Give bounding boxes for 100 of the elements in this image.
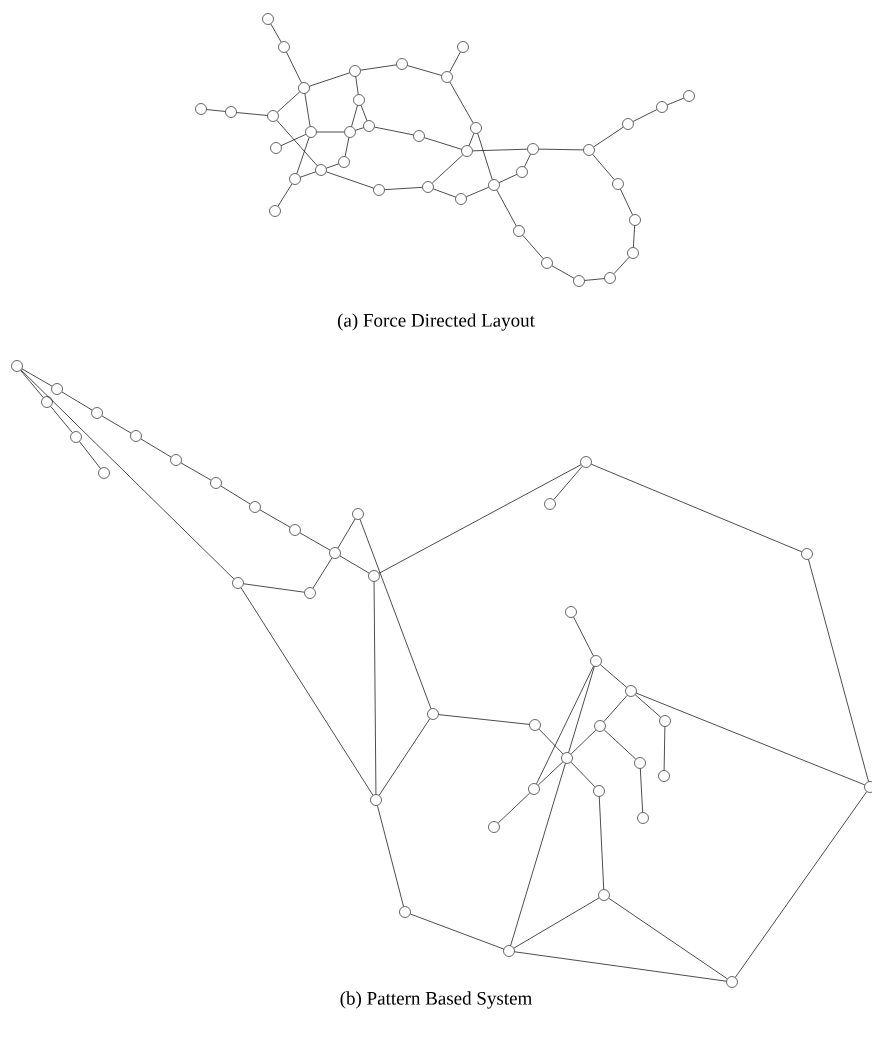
edge-line: [20, 370, 44, 398]
graph-node: [262, 13, 274, 25]
edge-line: [636, 692, 865, 786]
edge-line: [259, 509, 291, 528]
graph-node: [598, 889, 610, 901]
edge-line: [20, 369, 235, 580]
graph-node: [298, 82, 310, 94]
edge-line: [573, 616, 594, 657]
edge-line: [360, 105, 368, 121]
edge-line: [498, 174, 518, 183]
graph-node: [249, 501, 261, 513]
edge-line: [50, 406, 73, 433]
graph-node: [528, 783, 540, 795]
graph-node: [594, 720, 606, 732]
edge-line: [360, 64, 397, 71]
graph-node: [195, 103, 207, 115]
caption: (b) Pattern Based System: [340, 991, 532, 1009]
graph-node: [349, 65, 361, 77]
graph-node: [363, 120, 375, 132]
graph-node: [368, 570, 380, 582]
graph-node: [726, 976, 738, 988]
graph-node: [225, 106, 237, 118]
graph-node: [41, 396, 53, 408]
edge-line: [538, 728, 564, 755]
edge-line: [410, 913, 504, 950]
edge-line: [206, 109, 226, 112]
edge-line: [433, 188, 456, 198]
graph-node: [305, 126, 317, 138]
edge-line: [496, 189, 517, 227]
edge-line: [140, 438, 172, 458]
graph-node: [289, 173, 301, 185]
edge-line: [536, 665, 594, 785]
graph-node: [278, 41, 290, 53]
edge-line: [522, 235, 544, 259]
edge-line: [299, 532, 331, 551]
graph-node: [370, 794, 382, 806]
edge-line: [377, 805, 404, 907]
edge-line: [613, 256, 630, 275]
graph-node: [338, 156, 350, 168]
edge-line: [240, 587, 374, 796]
edge-line: [236, 112, 268, 116]
edge-line: [553, 466, 583, 500]
graph-node: [658, 770, 670, 782]
graph-node: [70, 431, 82, 443]
edge-line: [497, 792, 531, 824]
edge-line: [309, 72, 350, 87]
edge-line: [61, 391, 93, 411]
edge-line: [466, 186, 489, 198]
graph-node: [396, 58, 408, 70]
edge-line: [355, 76, 359, 95]
edge-line: [351, 105, 358, 127]
graph-node: [91, 407, 103, 419]
edge-line: [635, 694, 661, 718]
edge-line: [598, 796, 605, 890]
graph-node: [604, 272, 616, 284]
edge-line: [537, 761, 564, 786]
graph-node: [516, 166, 528, 178]
edge-line: [312, 557, 333, 589]
graph-node: [565, 606, 577, 618]
graph-node: [656, 101, 668, 113]
edge-line: [633, 225, 635, 248]
edge-line: [243, 583, 305, 593]
edge-line: [538, 148, 584, 151]
graph-node: [130, 430, 142, 442]
edge-line: [276, 120, 318, 166]
edge-line: [276, 91, 301, 113]
graph-node: [289, 524, 301, 536]
edge-line: [316, 131, 345, 133]
edge-line: [639, 768, 644, 813]
graph-node: [455, 193, 467, 205]
edge-line: [600, 664, 627, 688]
edge-line: [603, 695, 628, 722]
edge-line: [667, 97, 684, 106]
edge-line: [384, 187, 423, 190]
edge-line: [378, 718, 431, 796]
graph-node: [344, 126, 356, 138]
edge-line: [180, 462, 212, 481]
edge-line: [808, 559, 869, 782]
graph-node: [637, 812, 649, 824]
graph-node: [590, 655, 602, 667]
edge-line: [551, 265, 575, 279]
graph-node: [488, 179, 500, 191]
graph-node: [413, 130, 425, 142]
graph-node: [461, 145, 473, 157]
edge-line: [101, 415, 132, 434]
graph-node: [659, 715, 671, 727]
edge-line: [79, 441, 101, 469]
graph-node: [352, 508, 364, 520]
graph-node: [329, 547, 341, 559]
edge-line: [286, 51, 302, 84]
edge-line: [513, 897, 600, 949]
edge-line: [270, 23, 282, 43]
graph-node: [527, 143, 539, 155]
graph-node: [51, 383, 63, 395]
graph-node: [427, 708, 439, 720]
graph-node: [541, 257, 553, 269]
graph-node: [470, 122, 482, 134]
edge-line: [373, 581, 377, 795]
graph-node: [315, 164, 327, 176]
graph-node: [629, 214, 641, 226]
